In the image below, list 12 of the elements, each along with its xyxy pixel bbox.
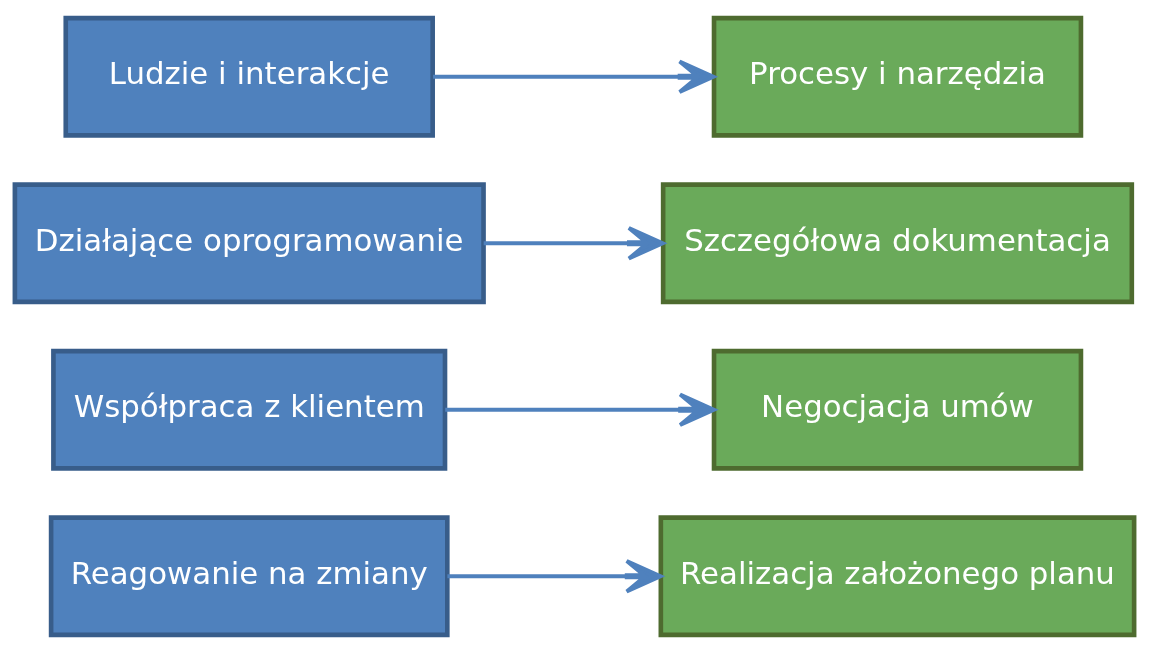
node-box: Reagowanie na zmiany — [48, 515, 450, 638]
node-box: Współpraca z klientem — [51, 348, 448, 471]
node-box: Szczegółowa dokumentacja — [660, 182, 1135, 305]
node-box: Procesy i narzędzia — [711, 15, 1084, 138]
arrow — [483, 226, 665, 261]
arrow — [445, 392, 716, 427]
arrow — [433, 59, 716, 94]
arrow — [447, 559, 663, 594]
node-box: Działające oprogramowanie — [12, 182, 486, 305]
node-box: Negocjacja umów — [711, 348, 1084, 471]
node-box: Ludzie i interakcje — [63, 15, 435, 138]
node-box: Realizacja założonego planu — [658, 515, 1137, 638]
